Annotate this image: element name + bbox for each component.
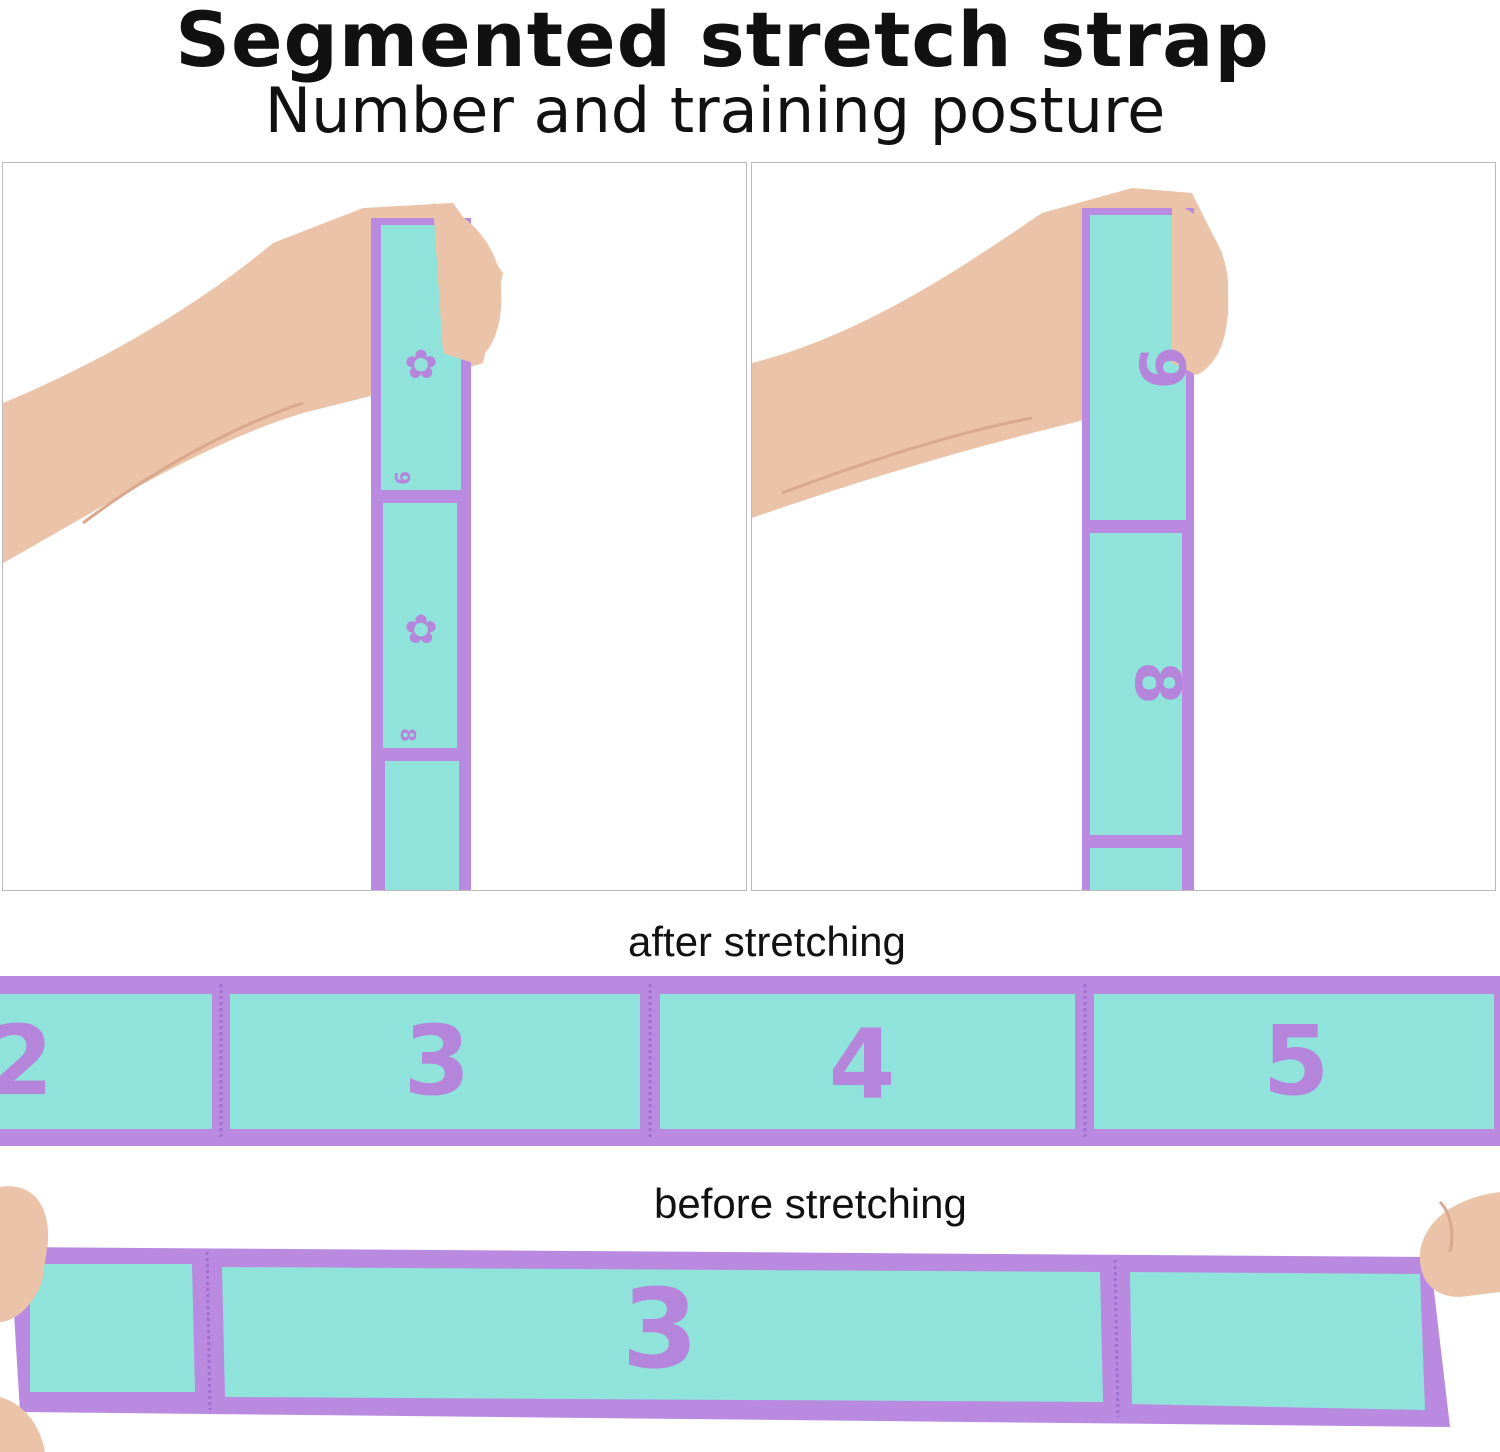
pose-figure-icon: ✿ [404, 607, 438, 653]
photo-illustration: ✿ ✿ 9 8 [3, 203, 503, 890]
finger [1419, 1192, 1500, 1297]
page-title: Segmented stretch strap [175, 0, 1270, 84]
photo-hand-holding-strap-left: ✿ ✿ 9 8 [2, 162, 747, 891]
segment-number: 4 [829, 1009, 896, 1121]
finger [0, 1397, 45, 1452]
strap-before-stretching: 3 [0, 1172, 1500, 1452]
caption-after-stretching: after stretching [628, 918, 906, 965]
strap-after-stretching: 2 3 4 5 [0, 976, 1500, 1146]
segment-number: 2 [0, 1005, 53, 1117]
strap-number: 9 [1125, 346, 1198, 389]
strap-strip: 2 3 4 5 [0, 976, 1500, 1146]
strap-number: 8 [396, 728, 420, 742]
segment-number: 3 [404, 1005, 471, 1117]
strap-number: 8 [1121, 661, 1194, 704]
photo-illustration: 9 8 [752, 188, 1229, 890]
finger [0, 1186, 49, 1322]
page-subtitle: Number and training posture [264, 74, 1166, 147]
caption-before-stretching: before stretching [654, 1180, 967, 1227]
segment-number: 5 [1263, 1005, 1330, 1117]
pose-figure-icon: ✿ [404, 342, 438, 388]
strap-number: 9 [390, 471, 414, 485]
photo-hand-holding-strap-right: 9 8 [751, 162, 1496, 891]
segment-number: 3 [622, 1265, 699, 1393]
strap-strip: 3 [0, 1186, 1500, 1452]
